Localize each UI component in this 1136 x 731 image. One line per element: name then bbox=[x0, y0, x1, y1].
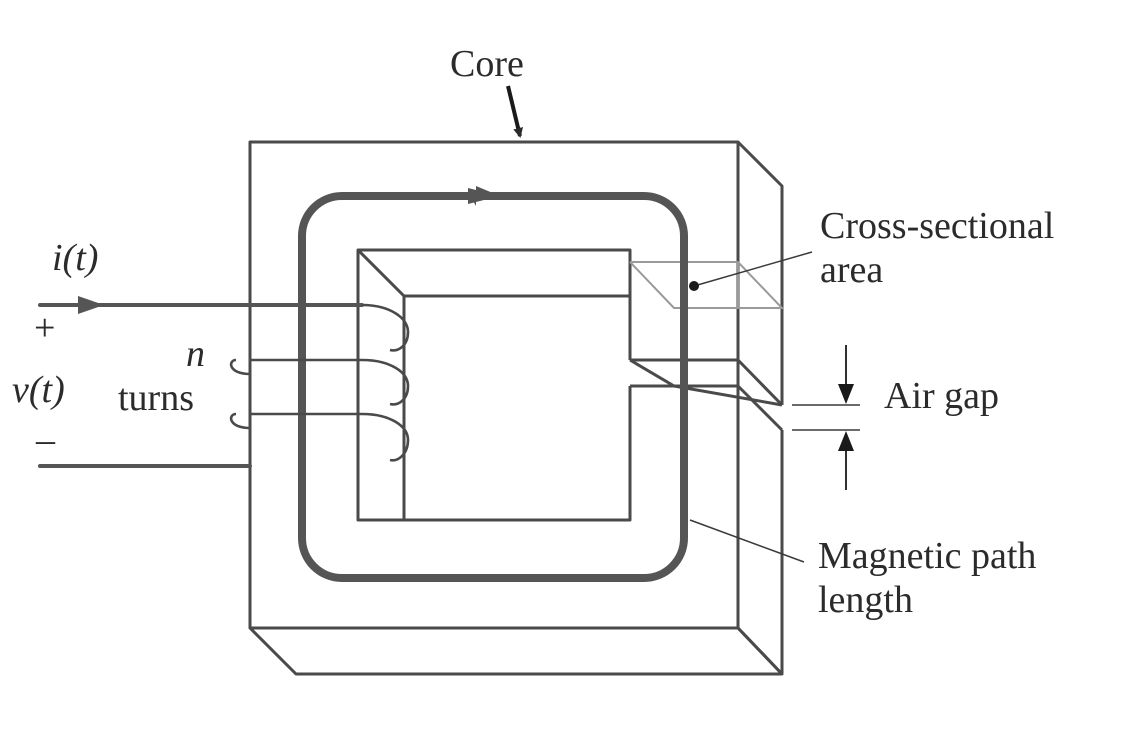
voltage-label: v(t) bbox=[12, 369, 65, 411]
core-body bbox=[248, 140, 784, 676]
minus-sign: – bbox=[35, 419, 56, 461]
cross-section-label-line2: area bbox=[820, 249, 883, 291]
turns-count-label: n bbox=[186, 333, 205, 375]
current-arrow bbox=[78, 296, 104, 314]
plus-sign: + bbox=[34, 307, 55, 349]
cross-section-callout: Cross-sectional area bbox=[689, 205, 1054, 291]
path-length-label-line1: Magnetic path bbox=[818, 535, 1036, 577]
cross-section-dot bbox=[689, 281, 699, 291]
path-length-label-line2: length bbox=[818, 579, 913, 621]
air-gap-callout: Air gap bbox=[792, 345, 999, 490]
current-label: i(t) bbox=[52, 237, 98, 279]
core-callout: Core bbox=[450, 43, 524, 138]
winding bbox=[38, 296, 410, 468]
cross-section-label-line1: Cross-sectional bbox=[820, 205, 1054, 247]
core-label: Core bbox=[450, 43, 524, 85]
cross-section-plane bbox=[629, 261, 785, 309]
turns-label: turns bbox=[118, 377, 194, 419]
air-gap-label: Air gap bbox=[884, 375, 999, 417]
path-length-callout: Magnetic path length bbox=[689, 519, 1036, 621]
magnetic-path bbox=[298, 186, 688, 582]
